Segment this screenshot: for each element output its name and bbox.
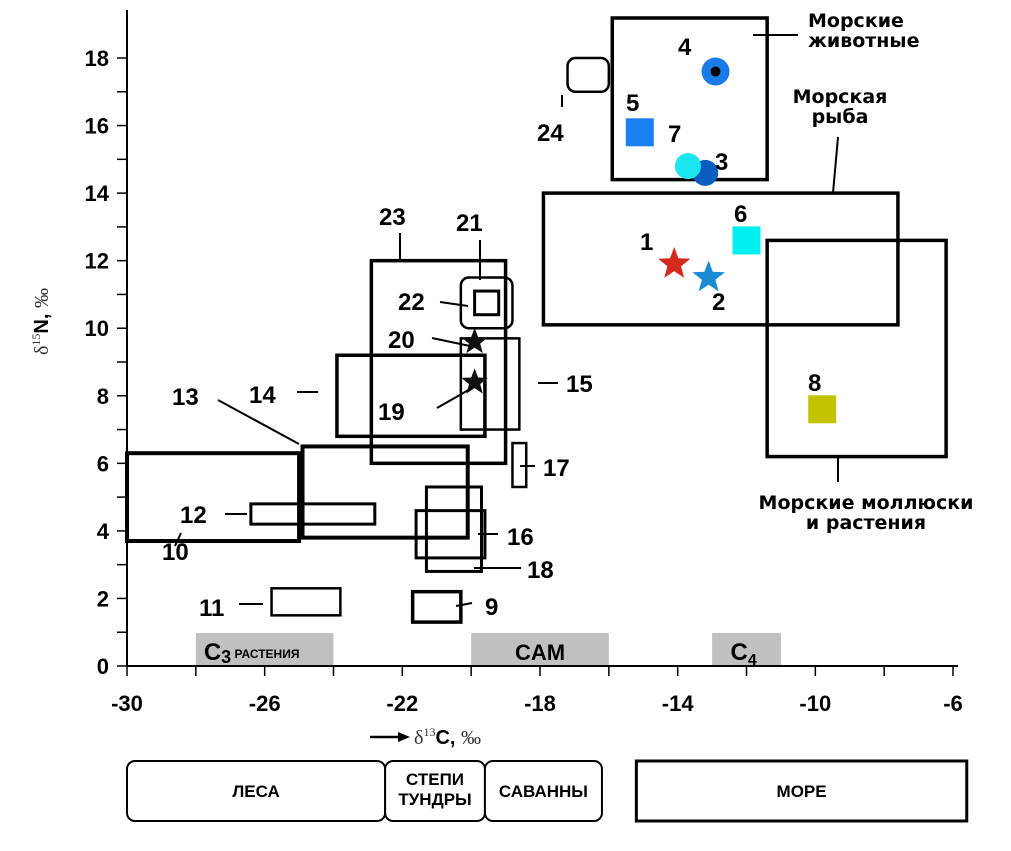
- range-label-15: 15: [566, 371, 593, 398]
- point-label-2: 2: [712, 289, 725, 316]
- y-axis-title: δ15N, ‰: [29, 288, 53, 355]
- x-tick-label: -26: [249, 691, 281, 716]
- point-label-8: 8: [808, 370, 821, 397]
- y-tick-label: 6: [97, 451, 109, 476]
- y-tick-label: 18: [85, 46, 109, 71]
- group-box: [765, 238, 948, 459]
- range-box-13: [300, 444, 470, 540]
- range-label-16: 16: [507, 524, 534, 551]
- band-label: CAM: [515, 640, 565, 665]
- range-label-9: 9: [485, 594, 498, 621]
- range-label-13: 13: [172, 384, 199, 411]
- range-label-23: 23: [379, 204, 406, 231]
- point-label-6: 6: [734, 201, 747, 228]
- range-label-21: 21: [456, 210, 483, 237]
- group-box: [610, 16, 769, 182]
- biome-label: МОРЕ: [777, 782, 827, 801]
- range-box-21: [459, 276, 514, 330]
- y-tick-label: 16: [85, 114, 109, 139]
- band-c3: [195, 633, 334, 666]
- star-marker-2: [692, 260, 725, 292]
- leader-line: [455, 602, 473, 607]
- range-label-18: 18: [527, 557, 554, 584]
- x-tick-label: -22: [386, 691, 418, 716]
- point-label-4: 4: [678, 34, 692, 61]
- data-points: [461, 57, 837, 424]
- y-tick-label: 0: [97, 654, 109, 679]
- range-box-12: [249, 502, 377, 526]
- biome-label: САВАННЫ: [499, 782, 588, 801]
- leader-line: [174, 532, 182, 547]
- circle-dot-4: [710, 66, 721, 77]
- band-label: C3 РАСТЕНИЯ: [204, 639, 300, 667]
- leader-line: [832, 136, 839, 194]
- y-tick-label: 12: [85, 249, 109, 274]
- x-tick-label: -30: [111, 691, 143, 716]
- square-marker-5: [625, 118, 654, 147]
- x-tick-label: -10: [799, 691, 831, 716]
- group-box: [541, 191, 900, 327]
- range-box-10: [125, 451, 302, 544]
- range-box-22: [473, 289, 501, 317]
- range-label-11: 11: [199, 595, 224, 622]
- x-axis-title: δ13C, ‰: [370, 725, 481, 749]
- range-label-12: 12: [180, 502, 207, 529]
- point-label-3: 3: [715, 149, 728, 176]
- range-box-11: [270, 587, 342, 617]
- star-marker-1: [658, 247, 691, 278]
- range-box-24: [566, 56, 611, 94]
- band-label: C4: [731, 639, 757, 669]
- range-label-14: 14: [249, 382, 276, 409]
- point-label-19: 19: [378, 399, 405, 426]
- point-label-20: 20: [388, 327, 415, 354]
- range-label-24: 24: [537, 120, 564, 147]
- range-label-17: 17: [543, 455, 570, 482]
- arrow-head-icon: [398, 732, 410, 742]
- range-box-9: [410, 589, 463, 624]
- range-box-23: [369, 258, 508, 466]
- biome-box: [483, 760, 603, 822]
- square-marker-8: [808, 395, 837, 424]
- y-tick-label: 4: [97, 519, 110, 544]
- star-marker-20: [461, 327, 488, 354]
- range-label-10: 10: [162, 539, 189, 566]
- point-label-1: 1: [640, 229, 653, 256]
- point-label-7: 7: [668, 121, 681, 148]
- photosynthesis-bands: C3 РАСТЕНИЯ CAM C4: [195, 633, 781, 669]
- point-label-5: 5: [626, 90, 639, 117]
- x-tick-label: -18: [524, 691, 556, 716]
- range-boxes: [125, 56, 611, 624]
- y-tick-label: 10: [85, 316, 109, 341]
- band-c4: [712, 633, 781, 666]
- range-label-22: 22: [398, 289, 425, 316]
- leader-line: [436, 387, 473, 409]
- x-tick-label: -6: [943, 691, 963, 716]
- leader-line: [439, 301, 469, 307]
- square-marker-6: [732, 226, 761, 255]
- biome-box: [634, 759, 969, 823]
- range-box-15: [459, 337, 521, 431]
- svg-text:δ13C, ‰: δ13C, ‰: [414, 725, 481, 749]
- band-cam: [471, 633, 609, 666]
- range-box-18: [424, 485, 483, 573]
- star-marker-19: [461, 368, 488, 394]
- y-tick-label: 8: [97, 384, 109, 409]
- x-tick-label: -14: [662, 691, 695, 716]
- y-tick-label: 14: [85, 181, 110, 206]
- circle-marker-7: [674, 153, 701, 180]
- range-box-14: [335, 353, 487, 439]
- leader-line: [431, 337, 471, 347]
- biome-label: ЛЕСА: [232, 782, 279, 801]
- leader-line: [217, 399, 300, 445]
- y-tick-label: 2: [97, 586, 109, 611]
